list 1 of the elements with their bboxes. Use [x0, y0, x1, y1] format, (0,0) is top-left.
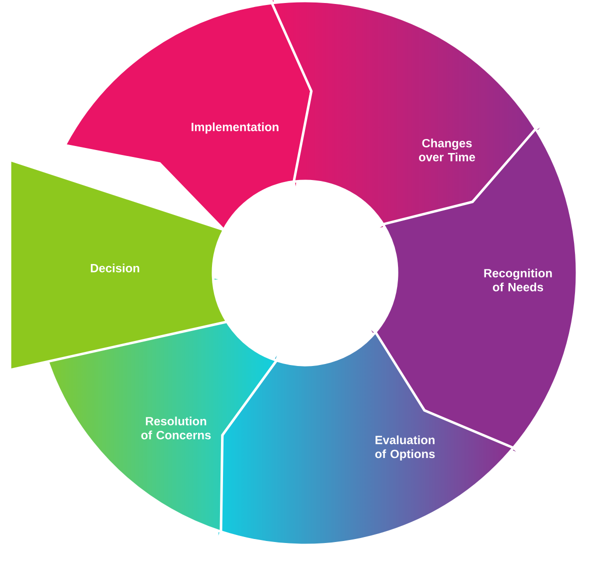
- cycle-segment: Implementation: [64, 0, 313, 232]
